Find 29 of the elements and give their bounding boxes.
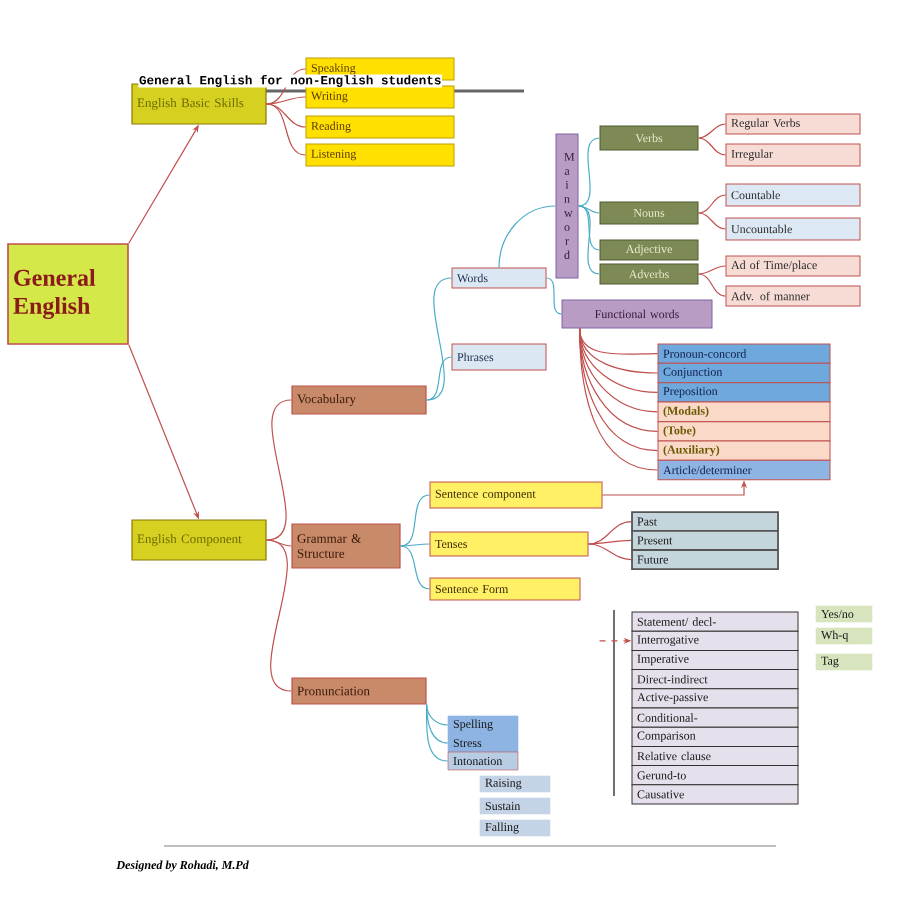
connector-line (266, 539, 292, 692)
connector-line (426, 704, 449, 726)
connector-line (697, 123, 727, 139)
connector-line (577, 205, 601, 251)
connector-line (425, 704, 449, 762)
connector-line (697, 137, 727, 156)
connector-line (587, 543, 632, 561)
connector-line (498, 205, 557, 269)
connector-line (697, 194, 727, 214)
topic-box: General English (7, 243, 129, 345)
connector-line (266, 539, 292, 547)
connector-line (426, 356, 453, 401)
connector-line (697, 273, 727, 297)
connector-line (266, 103, 307, 128)
connector-line (587, 539, 632, 545)
connector-line (400, 494, 431, 547)
connector-line (266, 96, 307, 105)
connector-line (579, 327, 659, 393)
connector-line (400, 545, 431, 590)
connector-line (266, 103, 307, 156)
connector-line (426, 277, 453, 401)
connector-line (697, 265, 727, 275)
connector-line (266, 399, 292, 541)
connector-line (577, 137, 601, 207)
connector-line (577, 205, 601, 275)
connector-line (545, 277, 563, 315)
connector-line (697, 212, 727, 230)
connector-line (400, 543, 431, 547)
connector-line (579, 327, 659, 374)
